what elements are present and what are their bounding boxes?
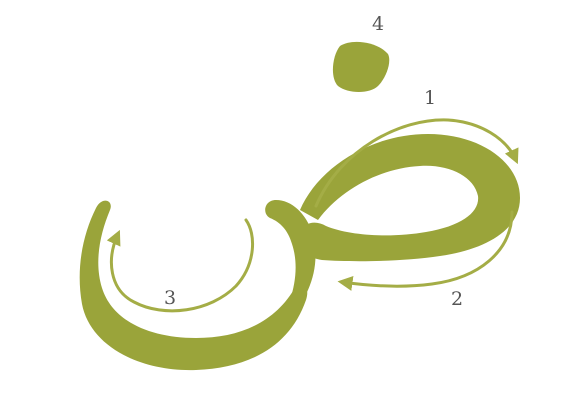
letter-tail-shape bbox=[80, 201, 308, 371]
letter-stem-shape bbox=[265, 200, 315, 306]
stroke-label-3: 3 bbox=[164, 287, 176, 309]
stroke-label-2: 2 bbox=[451, 288, 463, 310]
stroke-label-1: 1 bbox=[424, 87, 436, 109]
stroke-3-arrow bbox=[111, 220, 252, 311]
letter-dot-shape bbox=[333, 42, 389, 92]
letter-bowl-shape bbox=[299, 134, 520, 261]
stroke-label-4: 4 bbox=[372, 13, 384, 35]
